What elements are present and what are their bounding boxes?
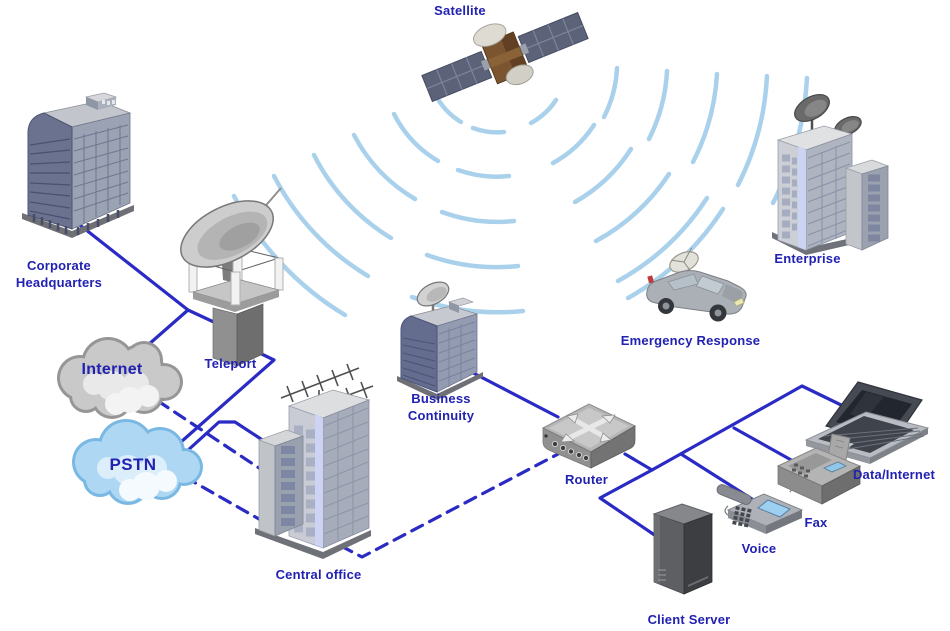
dashed-internet-centraloffice xyxy=(156,399,267,474)
corporate-headquarters-label-line2: Headquarters xyxy=(15,275,103,290)
corporate-headquarters-label-line1: Corporate xyxy=(27,258,91,273)
connection-lines-dashed xyxy=(156,399,562,559)
dashed-centraloffice-router xyxy=(339,451,562,559)
client-server-icon xyxy=(652,503,714,595)
corporate-headquarters-icon xyxy=(22,92,134,238)
fax-icon xyxy=(776,433,862,505)
internet-cloud-icon xyxy=(57,337,183,419)
business-continuity-icon xyxy=(397,281,483,400)
business-continuity-label-line2: Continuity xyxy=(407,408,475,423)
radio-wave-arcs xyxy=(231,65,810,318)
central-office-label: Central office xyxy=(275,567,362,582)
satellite-icon xyxy=(421,11,589,103)
central-office-icon xyxy=(255,363,374,559)
dashed-pstn-centraloffice xyxy=(183,475,268,525)
business-continuity-label: Business Continuity xyxy=(390,390,492,424)
client-server-label: Client Server xyxy=(647,612,731,627)
emergency-response-label: Emergency Response xyxy=(620,333,761,348)
emergency-response-icon xyxy=(646,247,747,322)
internet-label: Internet xyxy=(81,361,143,378)
router-label: Router xyxy=(564,472,609,487)
pstn-label: PSTN xyxy=(109,455,157,474)
business-continuity-label-line1: Business xyxy=(411,391,471,406)
teleport-icon xyxy=(180,187,284,367)
satellite-label: Satellite xyxy=(434,3,486,18)
enterprise-icon xyxy=(772,93,890,255)
line-router-clientserver xyxy=(598,452,658,538)
line-router-fax xyxy=(732,426,795,463)
fax-label: Fax xyxy=(804,515,828,530)
voice-phone-icon xyxy=(716,479,804,534)
enterprise-label: Enterprise xyxy=(774,251,841,266)
pstn-cloud-icon xyxy=(72,419,203,505)
teleport-label: Teleport xyxy=(204,356,257,371)
corporate-headquarters-label: Corporate Headquarters xyxy=(0,257,118,291)
line-pstn-centraloffice xyxy=(184,420,269,454)
voice-label: Voice xyxy=(741,541,777,556)
router-icon xyxy=(541,403,637,469)
data-internet-label: Data/Internet xyxy=(852,467,936,482)
